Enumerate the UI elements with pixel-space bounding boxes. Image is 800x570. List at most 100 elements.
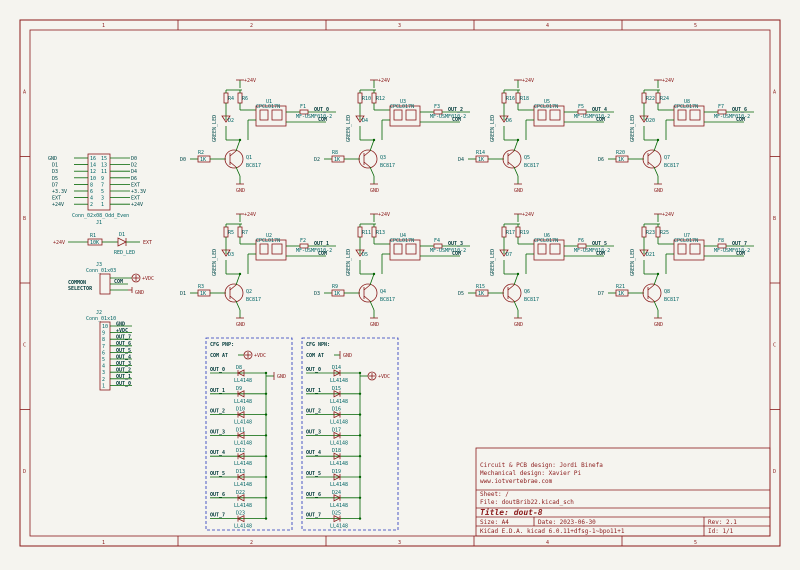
- cfg_npn-diode-ref-1: D15: [332, 386, 341, 392]
- cfg_npn-diode-val-5: LL4148: [330, 482, 348, 488]
- ruler-col-top-2: 2: [250, 23, 253, 29]
- j1-pin-right-3: 9: [101, 176, 104, 182]
- cfg_pnp-out-5: OUT_5: [210, 471, 225, 477]
- r2-4: R7: [242, 230, 248, 236]
- j1-net-right-5: +3.3V: [131, 189, 146, 195]
- r3-value-2: 1K: [478, 157, 484, 163]
- opto-value-1: CPCL017N: [390, 104, 414, 110]
- led-value-5: GREEN_LED: [346, 249, 352, 276]
- out-label-5: OUT_3: [448, 241, 463, 247]
- opto-ref-4: U2: [266, 233, 272, 239]
- j1-pin-left-6: 4: [90, 196, 93, 202]
- opto-value-2: CPCL017N: [534, 104, 558, 110]
- cfg_npn-out-2: OUT_2: [306, 409, 321, 415]
- cfg_npn-diode-ref-6: D24: [332, 490, 341, 496]
- vcc-2: +24V: [522, 78, 534, 84]
- q-value-4: BC817: [246, 297, 261, 303]
- com-label-4: COM: [318, 251, 327, 257]
- j1-net-left-6: EXT: [52, 196, 61, 202]
- led-4: D3: [228, 252, 234, 258]
- q-ref-5: Q4: [380, 289, 386, 295]
- cfg_npn-out-3: OUT_3: [306, 429, 321, 435]
- out-label-1: OUT_2: [448, 107, 463, 113]
- j1-pin-right-2: 11: [101, 169, 107, 175]
- r2-1: R12: [376, 96, 385, 102]
- j2-net-9: OUT_0: [116, 381, 131, 387]
- cfg_npn-diode-ref-4: D18: [332, 448, 341, 454]
- led-6: D7: [506, 252, 512, 258]
- cfg-pnp-title: CFG PNP:: [210, 342, 234, 348]
- j1-net-right-3: D6: [131, 176, 137, 182]
- j2-pin-4: 6: [102, 350, 105, 356]
- j1-net-left-7: +24V: [52, 202, 64, 208]
- q-ref-2: Q5: [524, 155, 530, 161]
- j1-net-left-5: +3.3V: [52, 189, 67, 195]
- ruler-row-right-B: B: [773, 216, 776, 222]
- j1-pin-left-5: 6: [90, 189, 93, 195]
- fuse-value-1: MF-USMF010-2: [430, 114, 466, 120]
- opto-value-7: CPCL017N: [674, 238, 698, 244]
- cfg-npn-gnd: GND: [343, 353, 352, 359]
- vcc-3: +24V: [662, 78, 674, 84]
- ruler-col-bottom-4: 4: [546, 540, 549, 546]
- j1-pin-left-0: 16: [90, 156, 96, 162]
- vcc-4: +24V: [244, 212, 256, 218]
- fuse-ref-0: F1: [300, 104, 306, 110]
- data-in-4: D1: [180, 291, 186, 297]
- ruler-row-right-C: C: [773, 342, 776, 348]
- cfg_npn-diode-ref-3: D17: [332, 427, 341, 433]
- j3-gnd-label: GND: [135, 290, 144, 296]
- data-in-5: D3: [314, 291, 320, 297]
- data-in-2: D4: [458, 157, 464, 163]
- cfg_pnp-diode-val-7: LL4148: [234, 524, 252, 530]
- data-in-0: D0: [180, 157, 186, 163]
- r3-4: R3: [198, 284, 204, 290]
- q-value-3: BC817: [664, 163, 679, 169]
- cfg_pnp-diode-val-3: LL4148: [234, 440, 252, 446]
- ruler-row-left-B: B: [23, 216, 26, 222]
- ruler-col-top-1: 1: [102, 23, 105, 29]
- com-label-6: COM: [596, 251, 605, 257]
- tb-date: Date: 2023-06-30: [538, 519, 596, 526]
- ruler-row-left-C: C: [23, 342, 26, 348]
- tb-rev: Rev: 2.1: [708, 519, 737, 526]
- q-value-0: BC817: [246, 163, 261, 169]
- out-label-2: OUT_4: [592, 107, 607, 113]
- ruler-row-left-D: D: [23, 469, 26, 475]
- r1-2: R16: [506, 96, 515, 102]
- cfg_pnp-out-3: OUT_3: [210, 429, 225, 435]
- led-value-1: GREEN_LED: [346, 115, 352, 142]
- d1-value: RED_LED: [114, 250, 135, 256]
- cfg_npn-diode-val-2: LL4148: [330, 420, 348, 426]
- cfg_npn-diode-val-4: LL4148: [330, 461, 348, 467]
- cfg_pnp-diode-ref-1: D9: [236, 386, 242, 392]
- vcc-1: +24V: [378, 78, 390, 84]
- com-label-7: COM: [736, 251, 745, 257]
- opto-value-5: CPCL017N: [390, 238, 414, 244]
- cfg-pnp-vdc: +VDC: [254, 353, 266, 359]
- r3-7: R21: [616, 284, 625, 290]
- cfg_npn-diode-val-1: LL4148: [330, 399, 348, 405]
- out-label-7: OUT_7: [732, 241, 747, 247]
- gnd-6: GND: [514, 322, 523, 328]
- fuse-value-6: MF-USMF010-2: [574, 248, 610, 254]
- j3-ref: J3: [96, 262, 102, 268]
- j3-title-2: SELECTOR: [68, 286, 93, 292]
- cfg_pnp-out-2: OUT_2: [210, 409, 225, 415]
- j2-pin-3: 7: [102, 344, 105, 350]
- cfg-npn-box: [301, 337, 399, 531]
- j1-net-right-4: EXT: [131, 182, 140, 188]
- opto-ref-2: U5: [544, 99, 550, 105]
- r1-0: R4: [228, 96, 234, 102]
- cfg_npn-out-0: OUT_0: [306, 367, 321, 373]
- cfg_pnp-out-7: OUT_7: [210, 513, 225, 519]
- cfg-npn-com-at: COM AT: [306, 353, 324, 359]
- led-1: D4: [362, 118, 368, 124]
- j2-ref: J2: [96, 310, 102, 316]
